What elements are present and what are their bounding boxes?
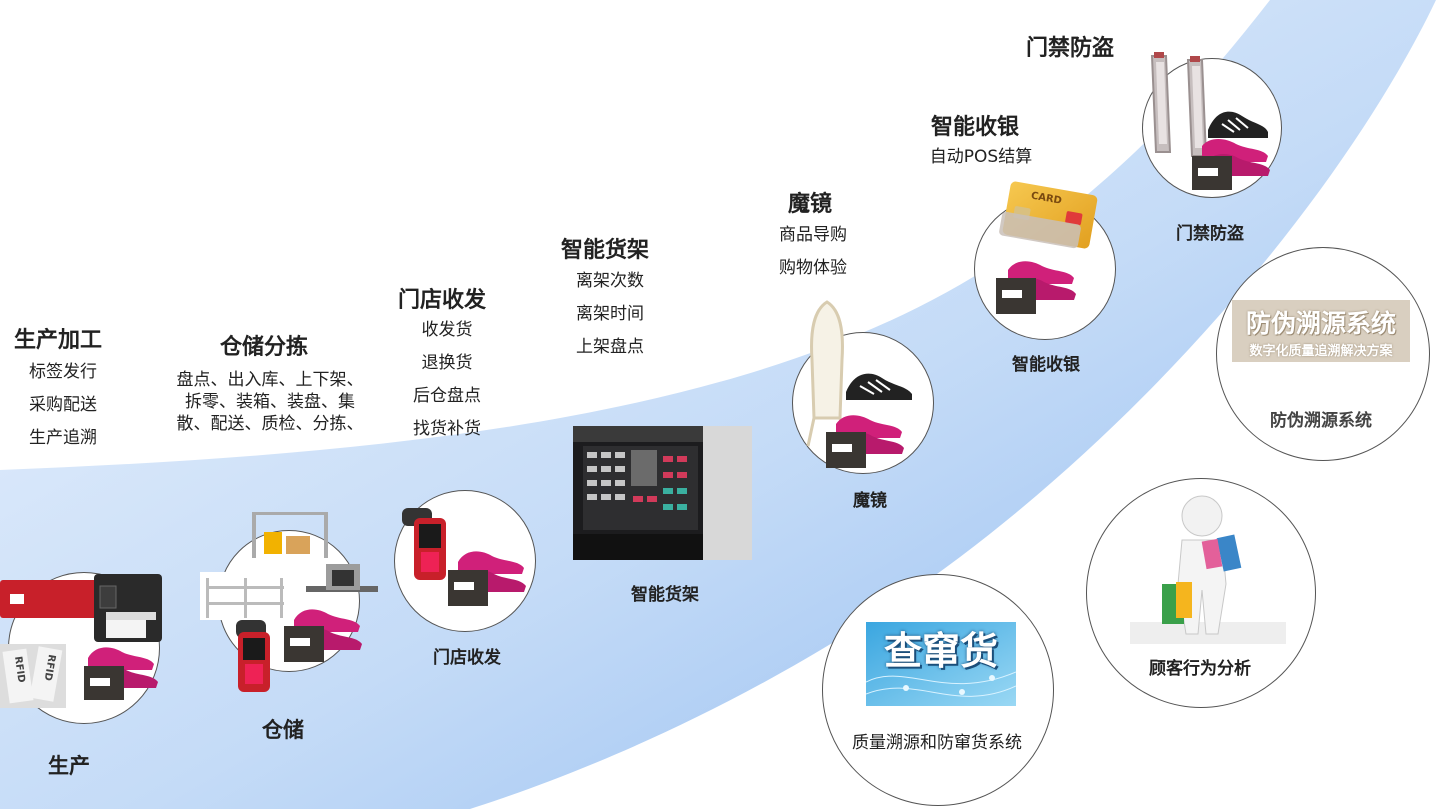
smart-checkout-item: 自动POS结算	[929, 147, 1033, 167]
shoe-box-icon	[448, 551, 526, 606]
anti-counterfeit-caption: 防伪溯源系统	[1270, 411, 1372, 431]
anti-theft-caption: 门禁防盗	[1176, 224, 1244, 244]
store-receiving-item: 找货补货	[413, 419, 481, 439]
sneaker-icon	[846, 373, 912, 404]
shoe-box-icon	[284, 609, 362, 662]
anti-counterfeit-banner-subtitle: 数字化质量追溯解决方案	[1249, 344, 1393, 359]
store-receiving-item: 后仓盘点	[413, 386, 481, 406]
smart-checkout-items: 自动POS结算	[920, 141, 1042, 174]
store-receiving-item: 收发货	[421, 320, 473, 340]
warehouse-item: 散、配送、质检、分拣、	[176, 414, 364, 434]
shoe-store-photo	[573, 426, 752, 560]
quality-trace-caption: 质量溯源和防窜货系统	[852, 733, 1022, 753]
rfid-reader-icon	[402, 508, 446, 580]
warehouse-title: 仓储分拣	[220, 335, 309, 360]
anti-counterfeit-banner: 防伪溯源系统 数字化质量追溯解决方案	[1232, 300, 1410, 362]
magic-mirror-item: 商品导购	[779, 225, 847, 245]
smart-shelf-title: 智能货架	[561, 238, 650, 263]
production-item: 标签发行	[29, 362, 97, 382]
rfid-tags-icon: RFID RFID	[0, 644, 66, 708]
label-printer-icon	[94, 574, 162, 642]
card-label: CARD	[1030, 190, 1063, 207]
store-receiving-title: 门店收发	[398, 288, 487, 313]
magic-mirror-item: 购物体验	[779, 258, 847, 278]
production-title: 生产加工	[14, 328, 103, 353]
shoe-box-icon	[1192, 139, 1270, 190]
rfid-strip-icon	[0, 580, 100, 618]
security-gate-icon	[1150, 52, 1208, 157]
forklift-rack-icon	[252, 512, 328, 558]
quality-trace-banner	[866, 622, 1016, 706]
smart-checkout-title: 智能收银	[931, 115, 1020, 140]
anti-counterfeit-banner-title: 防伪溯源系统	[1245, 309, 1396, 338]
shelf-rack-icon	[200, 572, 288, 620]
shoe-box-icon	[996, 261, 1076, 314]
smart-shelf-items: 离架次数 离架时间 上架盘点	[562, 265, 658, 364]
shoe-box-icon	[826, 415, 904, 468]
smart-checkout-caption: 智能收银	[1012, 355, 1080, 375]
production-caption: 生产	[48, 754, 90, 778]
rfid-reader-icon	[236, 620, 270, 692]
store-receiving-item: 退换货	[421, 353, 473, 373]
warehouse-items: 盘点、出入库、上下架、 拆零、装箱、装盘、集 散、配送、质检、分拣、	[164, 369, 376, 435]
smart-shelf-item: 上架盘点	[576, 337, 644, 357]
magic-mirror-items: 商品导购 购物体验	[766, 219, 860, 285]
store-receiving-caption: 门店收发	[433, 648, 501, 668]
magic-mirror-title: 魔镜	[788, 192, 833, 217]
production-items: 标签发行 采购配送 生产追溯	[18, 356, 108, 455]
store-receiving-items: 收发货 退换货 后仓盘点 找货补货	[398, 314, 496, 446]
production-item: 采购配送	[29, 395, 97, 415]
magic-mirror-caption: 魔镜	[853, 491, 887, 511]
smart-shelf-item: 离架次数	[576, 271, 644, 291]
shoe-box-icon	[84, 647, 158, 700]
warehouse-item: 盘点、出入库、上下架、	[176, 370, 364, 390]
warehouse-caption: 仓储	[262, 718, 304, 742]
warehouse-item: 拆零、装箱、装盘、集	[185, 392, 355, 412]
quality-trace-banner-title: 查窜货	[883, 629, 998, 673]
anti-theft-title: 门禁防盗	[1026, 36, 1115, 61]
production-item: 生产追溯	[29, 428, 97, 448]
smart-shelf-caption: 智能货架	[631, 585, 699, 605]
xray-scanner-icon	[306, 564, 378, 592]
customer-behavior-caption: 顾客行为分析	[1149, 659, 1251, 679]
smart-shelf-item: 离架时间	[576, 304, 644, 324]
shopper-figure-icon	[1130, 495, 1286, 644]
